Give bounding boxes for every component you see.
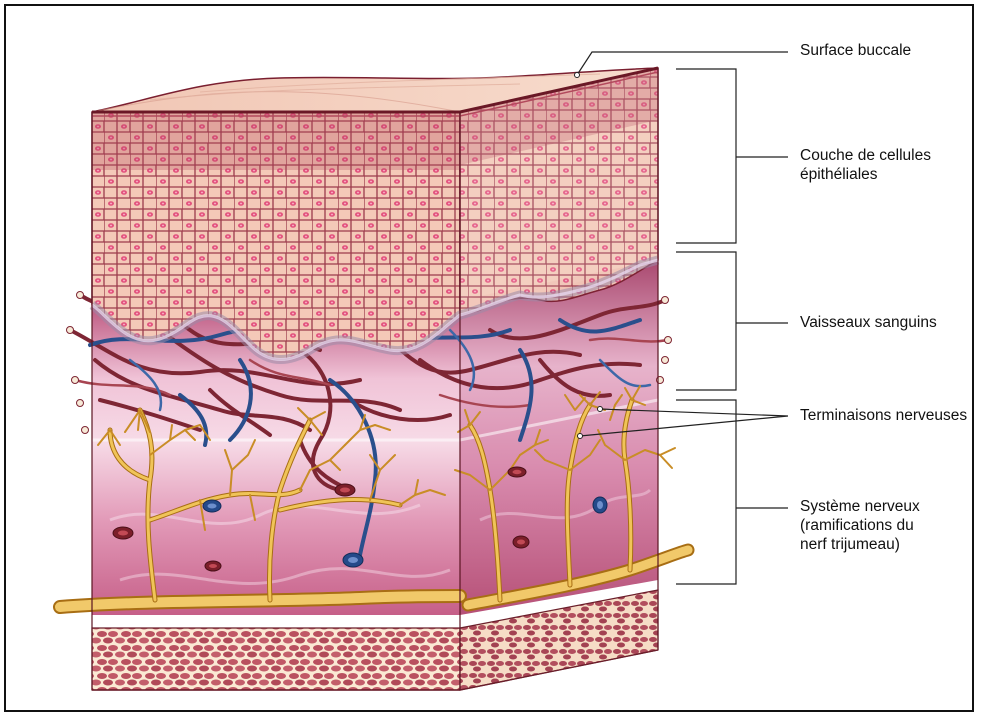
vessels-bracket — [676, 252, 788, 390]
label-surface-buccale: Surface buccale — [800, 41, 911, 60]
label-nerve-endings: Terminaisons nerveuses — [800, 406, 967, 425]
label-blood-vessels: Vaisseaux sanguins — [800, 313, 937, 332]
epithelial-bracket — [676, 69, 788, 243]
nervous-system-bracket — [676, 400, 788, 584]
label-epithelial-layer: Couche de cellules épithéliales — [800, 146, 931, 184]
label-nervous-system: Système nerveux (ramifications du nerf t… — [800, 497, 920, 554]
